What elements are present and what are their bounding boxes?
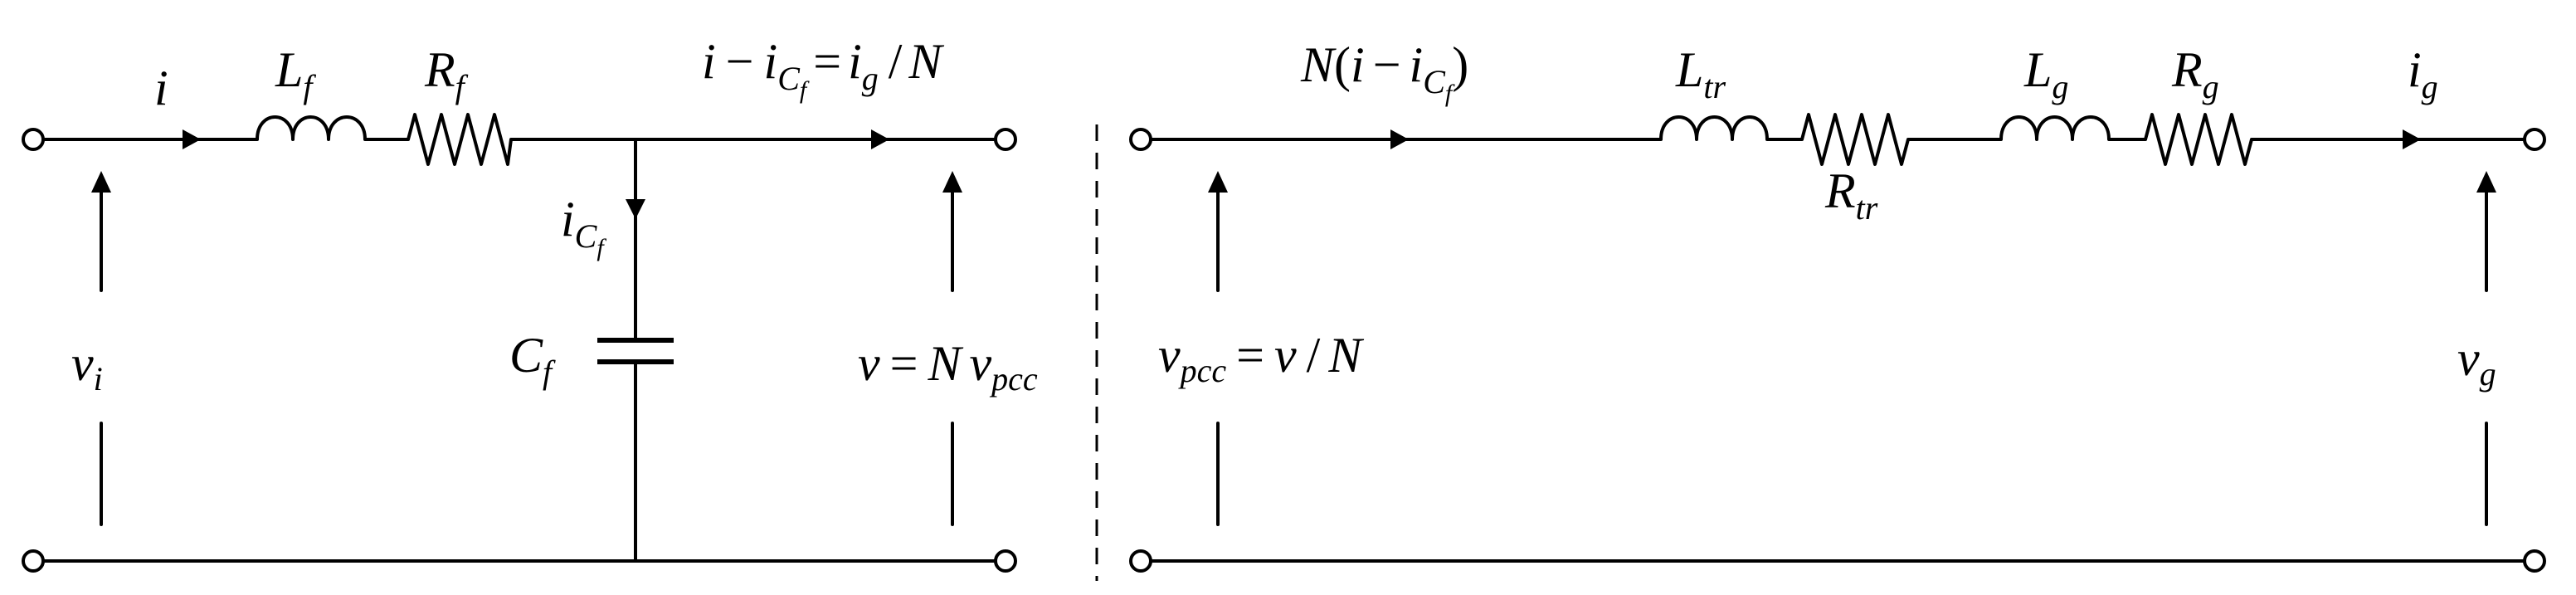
- label-output-current-relation: i−iCf=ig/N: [702, 34, 944, 104]
- arrow-current-ig: [2403, 129, 2421, 149]
- arrow-current-output: [871, 129, 889, 149]
- label-resistor-rtr: Rtr: [1824, 163, 1878, 227]
- left-circuit: [22, 113, 1017, 573]
- voltage-vpcc-arrow: [1208, 171, 1228, 193]
- label-current-ig: ig: [2408, 42, 2438, 105]
- label-capacitor-cf: Cf: [509, 328, 556, 391]
- inductor-ltr: [1659, 115, 1769, 141]
- voltage-vi-arrow: [91, 171, 111, 193]
- label-current-icf: iCf: [561, 192, 606, 261]
- inductor-lf: [256, 115, 367, 141]
- label-resistor-rf: Rf: [424, 42, 469, 105]
- label-inductor-lf: Lf: [275, 42, 316, 105]
- terminal-right-bottom-input: [1129, 549, 1152, 573]
- terminal-right-top-output: [2523, 128, 2546, 151]
- voltage-vg-arrow: [2476, 171, 2496, 193]
- terminal-right-bottom-output: [2523, 549, 2546, 573]
- label-voltage-vpcc-relation: vpcc=v/N: [1158, 328, 1364, 389]
- terminal-left-bottom-input: [22, 549, 45, 573]
- terminal-left-bottom-output: [994, 549, 1017, 573]
- arrow-current-secondary: [1390, 129, 1409, 149]
- label-inductor-lg: Lg: [2023, 42, 2068, 105]
- label-inductor-ltr: Ltr: [1675, 42, 1726, 105]
- label-voltage-vi: vi: [71, 336, 103, 397]
- label-voltage-vg: vg: [2457, 331, 2496, 393]
- label-secondary-current: N(i−iCf): [1300, 37, 1468, 107]
- right-circuit: [1129, 113, 2546, 573]
- terminal-right-top-input: [1129, 128, 1152, 151]
- label-current-i: i: [154, 61, 168, 115]
- terminal-left-top-output: [994, 128, 1017, 151]
- label-resistor-rg: Rg: [2171, 42, 2219, 105]
- voltage-v-arrow: [942, 171, 962, 193]
- resistor-rg: [2144, 113, 2253, 166]
- terminal-left-top-input: [22, 128, 45, 151]
- resistor-rf: [407, 113, 513, 166]
- inductor-lg: [1999, 115, 2111, 141]
- arrow-current-icf: [626, 199, 645, 219]
- resistor-rtr: [1800, 113, 1910, 166]
- arrow-current-i: [183, 129, 201, 149]
